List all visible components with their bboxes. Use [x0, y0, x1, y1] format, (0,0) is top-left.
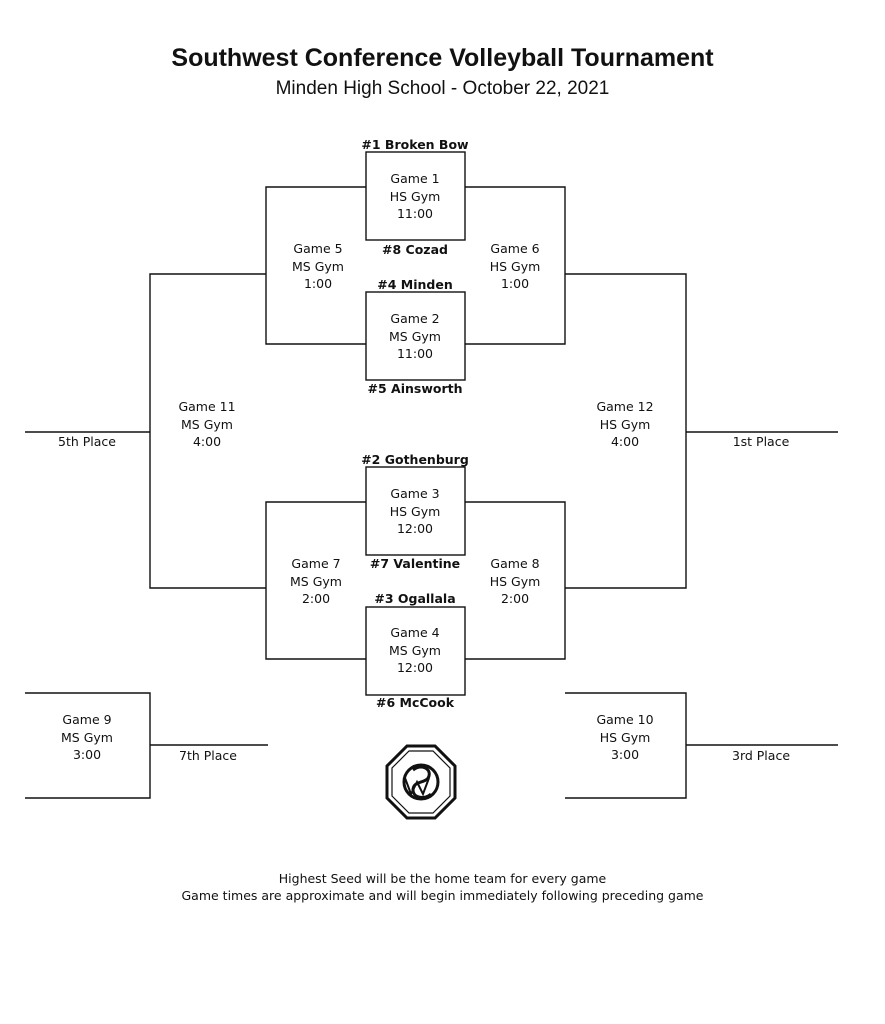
game-6-bracket: [465, 186, 566, 345]
seventh-place-label: 7th Place: [179, 748, 237, 763]
game-5-bracket: [265, 186, 366, 345]
team-seed-5: #5 Ainsworth: [367, 381, 463, 396]
game-2-box: [365, 291, 466, 381]
third-place-label: 3rd Place: [731, 748, 791, 763]
team-seed-6: #6 McCook: [375, 695, 455, 710]
team-seed-3: #3 Ogallala: [374, 591, 456, 606]
footer-note-home-team: Highest Seed will be the home team for e…: [278, 871, 607, 886]
team-seed-1: #1 Broken Bow: [361, 137, 469, 152]
team-seed-8: #8 Cozad: [382, 242, 448, 257]
swc-monogram-octagon-icon: [385, 744, 457, 820]
game-4-box: [365, 606, 466, 696]
game-12-bracket: [565, 273, 687, 589]
team-seed-7: #7 Valentine: [369, 556, 461, 571]
first-place-label: 1st Place: [732, 434, 790, 449]
team-seed-4: #4 Minden: [377, 277, 453, 292]
game-11-bracket: [149, 273, 266, 589]
page-subtitle: Minden High School - October 22, 2021: [275, 78, 610, 99]
game-8-bracket: [465, 501, 566, 660]
fifth-place-label: 5th Place: [58, 434, 116, 449]
game-1-box: [365, 151, 466, 241]
game-7-bracket: [265, 501, 366, 660]
page-title: Southwest Conference Volleyball Tourname…: [171, 44, 714, 72]
team-seed-2: #2 Gothenburg: [361, 452, 469, 467]
footer-note-game-times: Game times are approximate and will begi…: [181, 888, 704, 903]
game-3-box: [365, 466, 466, 556]
